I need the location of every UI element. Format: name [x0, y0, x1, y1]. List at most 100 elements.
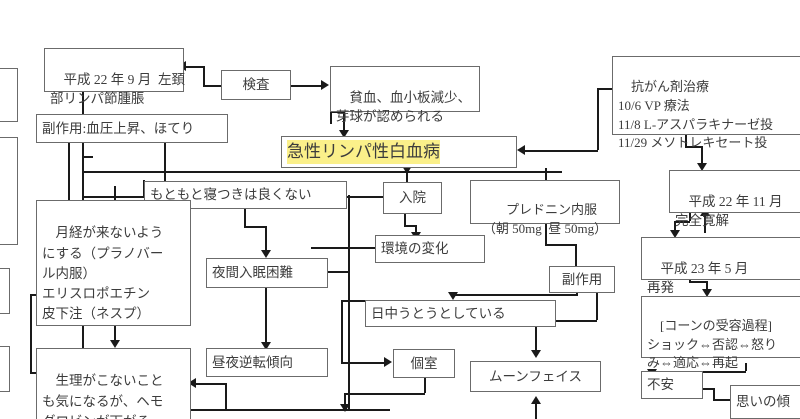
node-admission-label: 入院	[399, 190, 426, 206]
connector-poorsleeper-left	[82, 196, 144, 198]
connector-admission-jog	[404, 225, 416, 227]
connector-predonine-to-se	[575, 244, 577, 266]
node-lab-findings-label: 貧血、血小板減少、 芽球が認められる	[336, 90, 471, 125]
connector-thoughts-to-anxiety	[698, 388, 714, 390]
node-side-effect-bp: 副作用:血圧上昇、ほてり	[36, 114, 228, 143]
node-moon-face: ムーンフェイス	[470, 361, 601, 392]
node-private-room-label: 個室	[410, 355, 438, 371]
node-anxiety-label: 不安	[647, 377, 674, 393]
connector-period-right	[196, 383, 226, 385]
arrowhead-remission-top	[697, 163, 707, 171]
connector-sebp-down	[164, 143, 166, 171]
connector-chemo-jog	[685, 146, 702, 148]
node-anxiety: 不安	[641, 371, 703, 399]
arrowhead-diagnosis-right	[517, 145, 525, 155]
connector-corn-down	[745, 363, 747, 371]
arrowhead-period-right	[188, 378, 196, 388]
node-relapse: 平成 23 年 5 月 再発	[641, 237, 800, 295]
connector-drowsy-left	[341, 300, 368, 302]
connector-insomnia-bus	[348, 195, 350, 411]
node-period-concern: 生理がこないこと も気になるが、ヘモ グロビンが下がる	[36, 348, 191, 419]
connector-insomnia-down	[265, 288, 267, 344]
node-poor-sleeper-label: もともと寝つきは良くない	[150, 187, 312, 203]
connector-poorsleeper-down	[244, 208, 246, 226]
connector-thoughts-up	[713, 388, 715, 400]
node-thoughts: 思いの傾	[730, 385, 800, 419]
node-thoughts-label: 思いの傾	[736, 394, 790, 410]
connector-private-down	[424, 378, 426, 393]
node-daytime-drowsy-label: 日中うとうとしている	[371, 305, 506, 321]
node-corn-acceptance-process: [コーンの受容過程] ショック⇔否認⇔怒り み⇔適応⇔再起	[641, 296, 800, 370]
node-onset: 平成 22 年 9 月 左頚 部リンパ節腫脹	[44, 48, 185, 106]
node-chemotherapy-label: 抗がん剤治療 10/6 VP 療法 11/8 L-アスパラキナーゼ投 11/29…	[618, 78, 774, 151]
connector-thoughts-left	[713, 399, 731, 401]
node-period-concern-label: 生理がこないこと も気になるが、ヘモ グロビンが下がる	[42, 373, 164, 419]
node-lab-findings: 貧血、血小板減少、 芽球が認められる	[330, 66, 480, 124]
node-remission: 平成 22 年 11 月 完全寛解	[669, 170, 800, 228]
connector-exam-riser	[203, 66, 205, 87]
node-relapse-label: 平成 23 年 5 月 再発	[647, 261, 749, 296]
connector-bus-to-insomnia	[327, 271, 349, 273]
arrowhead-corn-top	[702, 289, 712, 297]
connector-menses-down	[114, 326, 116, 342]
connector-se-down-moon	[596, 293, 598, 320]
node-predonine: プレドニン内服 （朝 50mg 昼 50mg）	[470, 180, 620, 236]
connector-private-down2	[344, 393, 346, 409]
connector-bottom-rail	[105, 409, 390, 411]
connector-predonine-down	[545, 224, 547, 244]
connector-drowsy-to-private	[341, 362, 384, 364]
node-day-night-reversal: 昼夜逆転傾向	[206, 348, 328, 377]
node-private-room: 個室	[393, 349, 455, 378]
node-corn-acceptance-process-label: [コーンの受容過程] ショック⇔否認⇔怒り み⇔適応⇔再起	[647, 318, 778, 371]
connector-moon-bottom-up	[535, 398, 537, 419]
arrowhead-moonface-top	[531, 350, 541, 358]
connector-sebp-left	[82, 156, 93, 158]
node-exam: 検査	[221, 70, 291, 100]
connector-menses-up-feed	[114, 186, 116, 200]
node-moon-face-label: ムーンフェイス	[488, 368, 582, 384]
connector-sideeffect-to-drowsy	[452, 294, 578, 296]
arrowhead-private-bottom	[340, 404, 350, 412]
node-remission-label: 平成 22 年 11 月 完全寛解	[675, 194, 783, 229]
node-predonine-label: プレドニン内服 （朝 50mg 昼 50mg）	[482, 202, 608, 236]
connector-admission-down	[404, 214, 406, 225]
connector-left-bus-2	[68, 120, 70, 277]
node-night-insomnia: 夜間入眠困難	[206, 258, 328, 288]
node-menses-control-label: 月経が来ないよう にする（プラノバー ル内服） エリスロポエチン 皮下注（ネスプ…	[42, 225, 164, 322]
node-onset-label: 平成 22 年 9 月 左頚 部リンパ節腫脹	[50, 72, 185, 107]
connector-remission-down2	[674, 221, 676, 233]
arrowhead-period-top	[110, 340, 120, 348]
arrowhead-diagnosis-top	[339, 130, 349, 138]
node-left-clipped-small-b	[0, 346, 10, 392]
connector-sebp-bus	[82, 171, 562, 173]
connector-remission-down	[689, 212, 691, 221]
connector-se-moon-jog	[535, 320, 597, 322]
arrowhead-moonface-bottom	[531, 396, 541, 404]
node-day-night-reversal-label: 昼夜逆転傾向	[212, 354, 293, 370]
node-daytime-drowsy: 日中うとうとしている	[365, 300, 556, 327]
connector-chemo-left-stub	[597, 88, 613, 90]
node-diagnosis: 急性リンパ性白血病	[281, 136, 517, 168]
node-left-clipped-lower: を って	[0, 137, 18, 245]
arrowhead-private-room-left	[384, 357, 392, 367]
node-side-effect-bp-label: 副作用:血圧上昇、ほてり	[42, 120, 195, 136]
connector-chemo-to-diag	[525, 150, 598, 152]
node-admission: 入院	[383, 182, 442, 214]
connector-admission-down2	[415, 225, 417, 235]
node-menses-control: 月経が来ないよう にする（プラノバー ル内服） エリスロポエチン 皮下注（ネスプ…	[36, 200, 191, 326]
node-night-insomnia-label: 夜間入眠困難	[212, 265, 293, 281]
arrowhead-admission-top	[402, 166, 412, 174]
connector-chemo-bottom	[685, 135, 687, 146]
connector-chemo-down	[597, 88, 599, 150]
node-environment-change-label: 環境の変化	[381, 241, 449, 257]
connector-relapse-up	[704, 214, 706, 233]
connector-poorsleeper-tap	[143, 180, 145, 197]
connector-clip-join	[30, 294, 32, 372]
connector-period-riser	[225, 383, 227, 409]
node-left-clipped-upper: 生	[0, 68, 18, 122]
connector-exam-to-lab	[291, 85, 321, 87]
connector-poorsleeper-right	[347, 196, 383, 198]
connector-diag-down	[406, 168, 408, 182]
connector-lab-down	[330, 111, 332, 124]
